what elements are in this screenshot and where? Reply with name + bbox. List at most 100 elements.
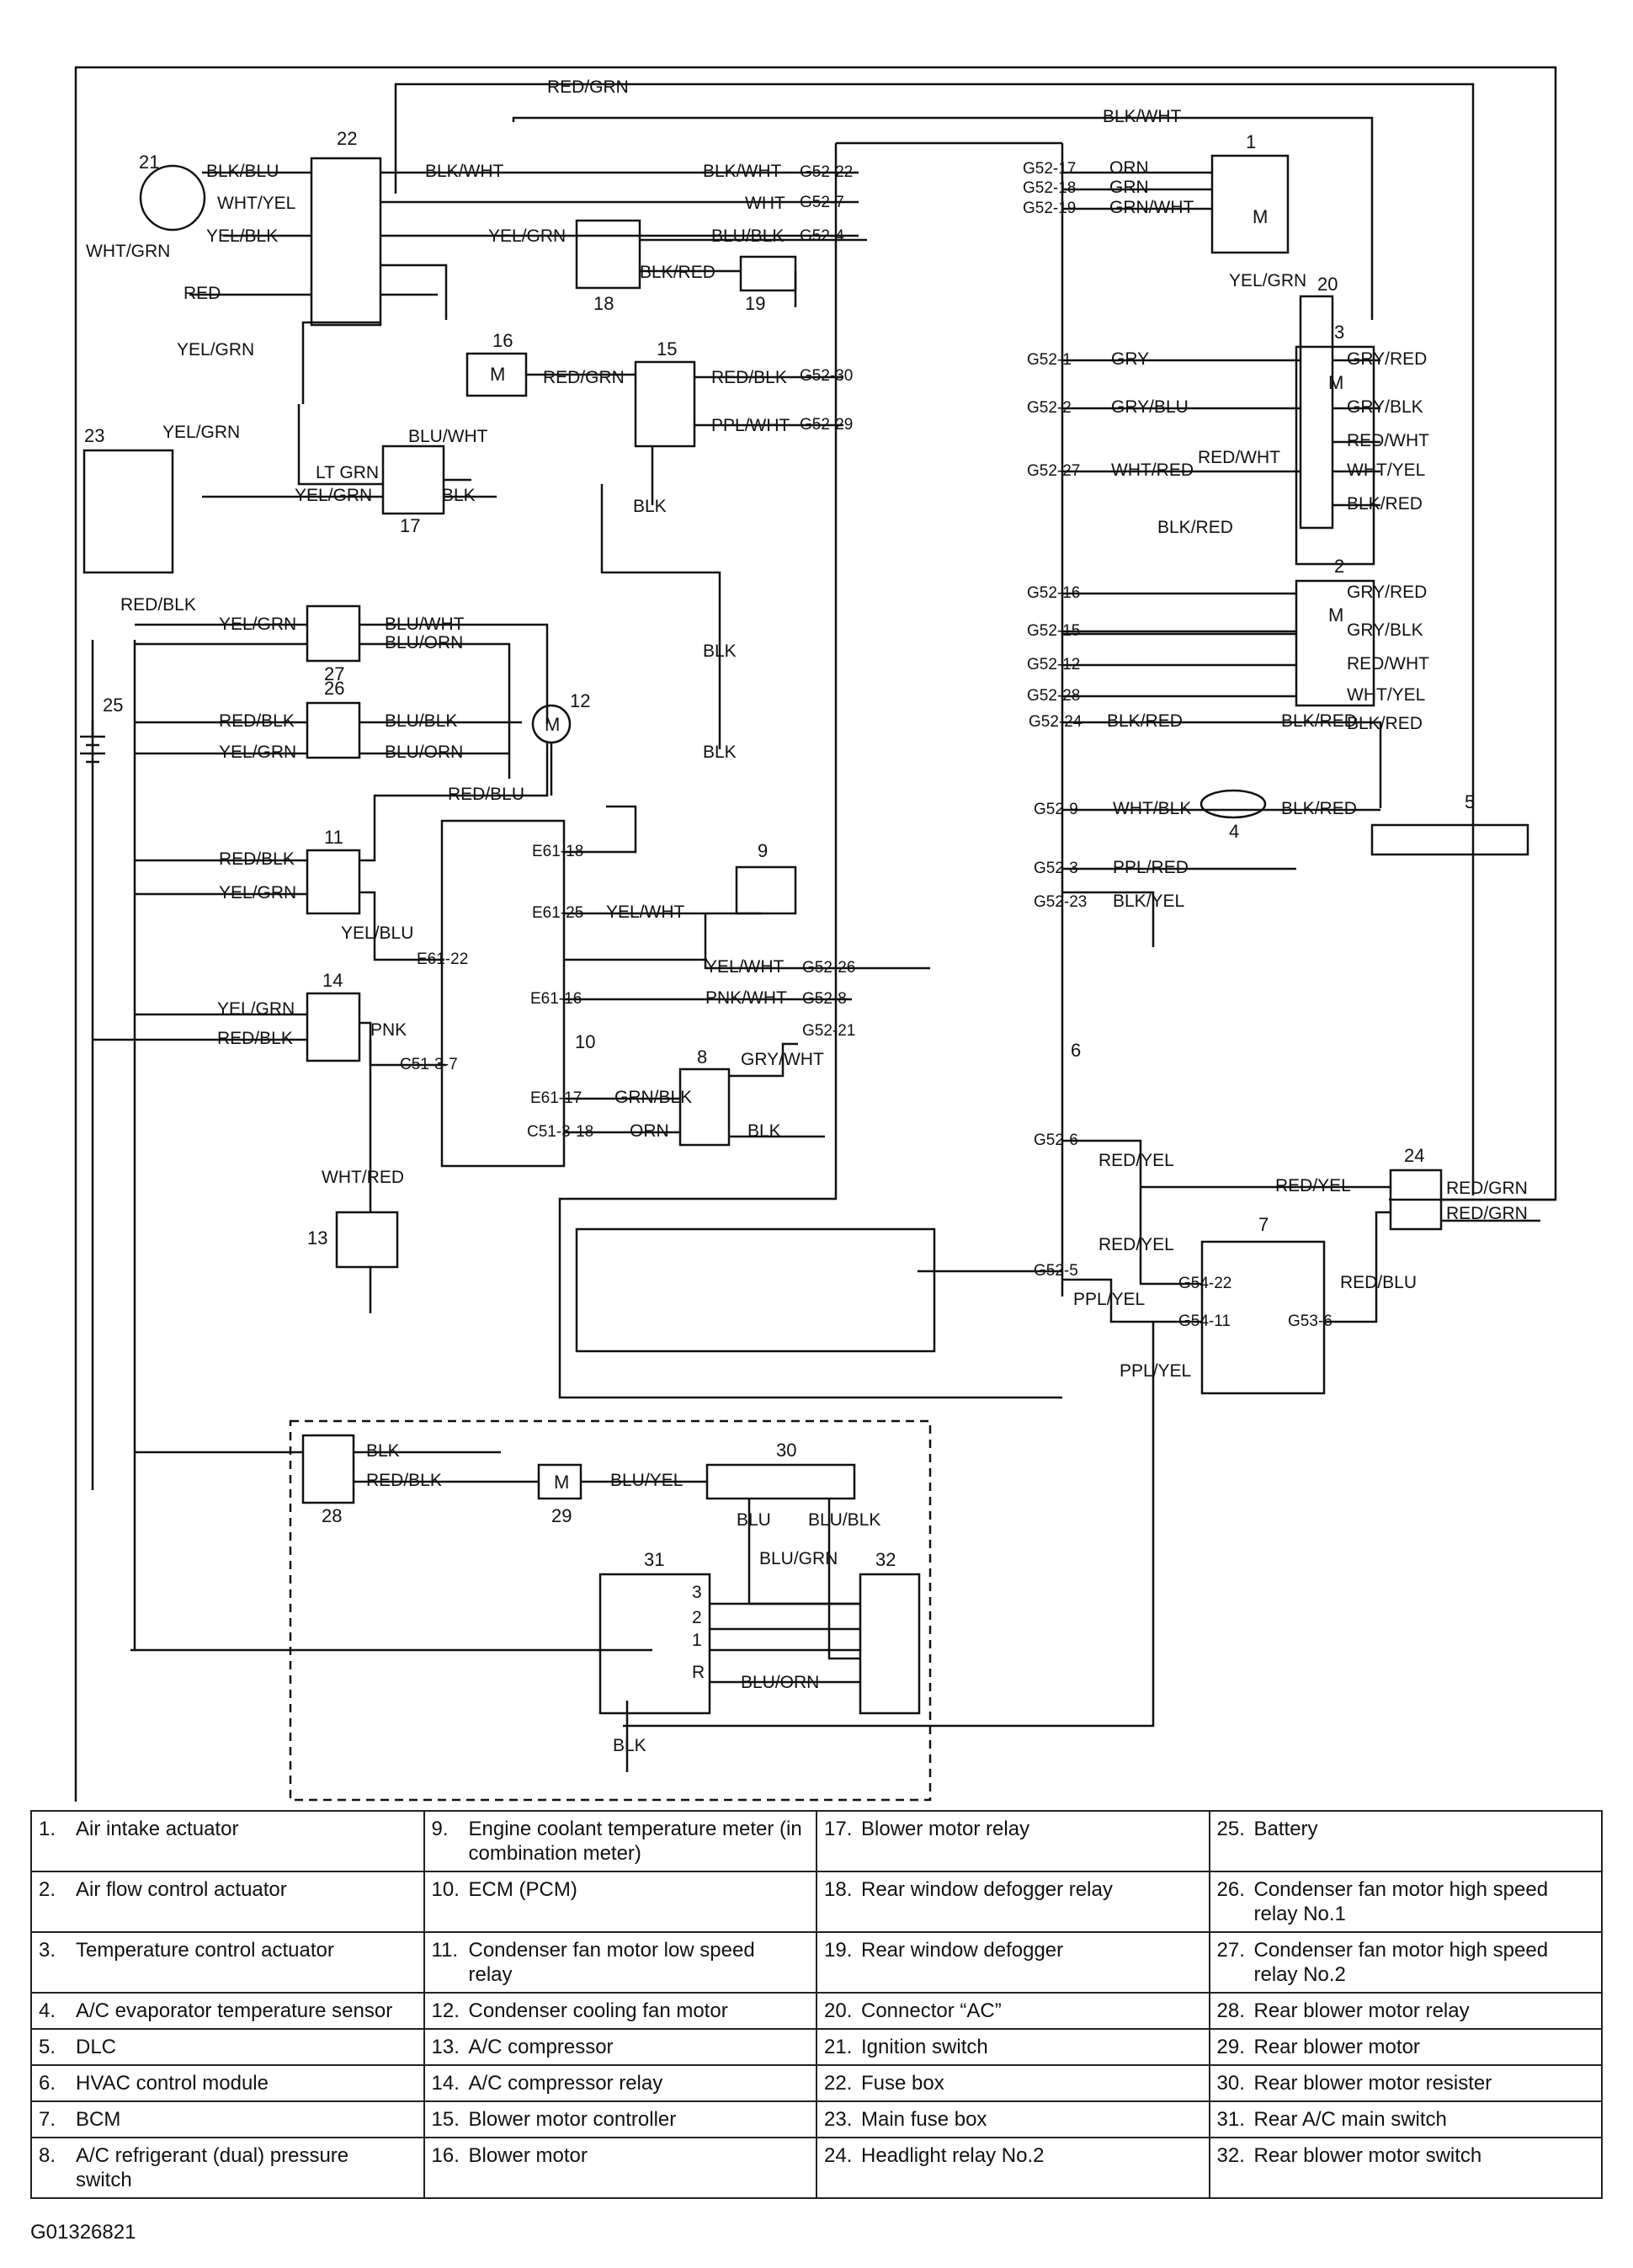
legend-item: 29.Rear blower motor <box>1208 2028 1603 2066</box>
wire-wht-red-27: WHT/RED <box>1111 461 1194 480</box>
wire-blk-17: BLK <box>442 486 476 505</box>
label-c18: 18 <box>593 293 614 314</box>
legend-item: 15.Blower motor controller <box>423 2100 817 2138</box>
legend-row: 8.A/C refrigerant (dual) pressure switch… <box>30 2137 1603 2199</box>
conn-g52-26: G52-26 <box>802 959 855 977</box>
wire-wht-blk: WHT/BLK <box>1113 799 1191 818</box>
wire-yel-grn-27: YEL/GRN <box>219 615 296 634</box>
legend-number: 19. <box>824 1939 853 1962</box>
legend-text: Air intake actuator <box>76 1818 239 1840</box>
wire-yel-grn-3: YEL/GRN <box>488 226 566 246</box>
wire-yel-grn-14: YEL/GRN <box>217 999 295 1019</box>
legend-number: 25. <box>1216 1818 1245 1840</box>
conn-g52-23: G52-23 <box>1034 893 1087 911</box>
wire-blk-red-5: BLK/RED <box>1281 799 1357 818</box>
wire-lt-grn: LT GRN <box>316 463 379 482</box>
legend-item: 28.Rear blower motor relay <box>1208 1992 1603 2030</box>
legend-item: 11.Condenser fan motor low speed relay <box>423 1931 817 1994</box>
legend-item: 32.Rear blower motor switch <box>1208 2137 1603 2199</box>
wire-red-yel-2: RED/YEL <box>1275 1176 1351 1195</box>
wire-gry-blu: GRY/BLU <box>1111 397 1189 417</box>
wire-gry-blk-1: GRY/BLK <box>1347 397 1423 417</box>
conn-g52-12: G52-12 <box>1027 656 1080 673</box>
legend-text: Headlight relay No.2 <box>861 2144 1045 2167</box>
legend-number: 29. <box>1216 2036 1245 2058</box>
legend-item: 19.Rear window defogger <box>816 1931 1210 1994</box>
wire-red-grn-top: RED/GRN <box>547 77 629 97</box>
switch-pos-3: 3 <box>692 1583 702 1602</box>
wire-blu: BLU <box>737 1510 771 1530</box>
wire-gry-red-1: GRY/RED <box>1347 349 1427 369</box>
conn-g53-6: G53-6 <box>1288 1312 1332 1330</box>
wire-blu-yel: BLU/YEL <box>610 1471 683 1490</box>
label-c5: 5 <box>1465 791 1475 812</box>
legend-number: 9. <box>431 1818 449 1840</box>
wire-red-blu-12: RED/BLU <box>448 785 524 804</box>
wire-blk-red-1: BLK/RED <box>1347 494 1423 514</box>
legend-number: 2. <box>39 1878 56 1901</box>
legend-item: 31.Rear A/C main switch <box>1208 2100 1603 2138</box>
wire-yel-grn-4: YEL/GRN <box>1229 271 1306 290</box>
wire-red-yel-3: RED/YEL <box>1098 1235 1174 1254</box>
legend-item: 13.A/C compressor <box>423 2028 817 2066</box>
wire-gry-blk-2: GRY/BLK <box>1347 620 1423 640</box>
legend-item: 1.Air intake actuator <box>30 1810 425 1872</box>
wire-blk-yel: BLK/YEL <box>1113 892 1184 911</box>
legend-text: Blower motor <box>468 2144 588 2167</box>
wire-blk-red-18: BLK/RED <box>640 263 715 282</box>
wire-red-blk-11: RED/BLK <box>219 849 295 869</box>
legend-text: ECM (PCM) <box>468 1878 577 1901</box>
legend-text: A/C compressor relay <box>468 2072 663 2095</box>
conn-e61-25: E61-25 <box>532 904 583 922</box>
legend-number: 14. <box>431 2072 460 2095</box>
figure-id: G01326821 <box>30 2221 136 2244</box>
wire-red-blu-24: RED/BLU <box>1340 1273 1417 1292</box>
wire-red-blk-15: RED/BLK <box>711 368 787 387</box>
legend-item: 17.Blower motor relay <box>816 1810 1210 1872</box>
legend-number: 31. <box>1216 2108 1245 2131</box>
legend-item: 8.A/C refrigerant (dual) pressure switch <box>30 2137 425 2199</box>
legend-number: 12. <box>431 1999 460 2022</box>
legend-item: 6.HVAC control module <box>30 2064 425 2102</box>
wire-blk-2: BLK <box>703 743 737 762</box>
conn-g52-7: G52-7 <box>800 194 844 211</box>
wire-yel-blu: YEL/BLU <box>341 924 413 943</box>
legend-text: Blower motor relay <box>861 1818 1030 1840</box>
wire-red-blk-28: RED/BLK <box>366 1471 442 1490</box>
legend-text: A/C evaporator temperature sensor <box>76 1999 393 2022</box>
legend-item: 25. Battery <box>1208 1810 1603 1872</box>
legend-number: 10. <box>431 1878 460 1901</box>
label-c26: 26 <box>324 678 344 699</box>
legend-item: 4.A/C evaporator temperature sensor <box>30 1992 425 2030</box>
legend-number: 16. <box>431 2144 460 2167</box>
legend-text: Fuse box <box>861 2072 944 2095</box>
conn-g52-17: G52-17 <box>1023 160 1076 178</box>
legend-text: DLC <box>76 2036 117 2058</box>
label-c3: 3 <box>1334 322 1344 343</box>
wire-blu-blk-26: BLU/BLK <box>385 711 457 731</box>
wire-blk-28: BLK <box>366 1441 400 1461</box>
wire-blu-blk-1: BLU/BLK <box>711 226 784 246</box>
label-c2: 2 <box>1334 556 1344 577</box>
wire-red-yel-1: RED/YEL <box>1098 1151 1174 1170</box>
wire-blk-red-4: BLK/RED <box>1281 711 1357 731</box>
label-c28: 28 <box>322 1505 342 1526</box>
wire-blk-1: BLK <box>703 642 737 661</box>
wire-orn: ORN <box>1109 158 1149 178</box>
legend-item: 12.Condenser cooling fan motor <box>423 1992 817 2030</box>
legend-text: Battery <box>1253 1818 1318 1840</box>
legend-item: 24.Headlight relay No.2 <box>816 2137 1210 2199</box>
legend-number: 18. <box>824 1878 853 1901</box>
legend-number: 11. <box>431 1939 459 1962</box>
conn-g52-19: G52-19 <box>1023 200 1076 217</box>
conn-g54-11: G54-11 <box>1178 1312 1231 1330</box>
legend-number: 6. <box>39 2072 56 2095</box>
label-c19: 19 <box>745 293 765 314</box>
legend-number: 13. <box>431 2036 460 2058</box>
wire-ppl-yel-1: PPL/YEL <box>1073 1290 1145 1309</box>
conn-g52-28: G52-28 <box>1027 687 1080 705</box>
conn-e61-17: E61-17 <box>530 1089 582 1107</box>
